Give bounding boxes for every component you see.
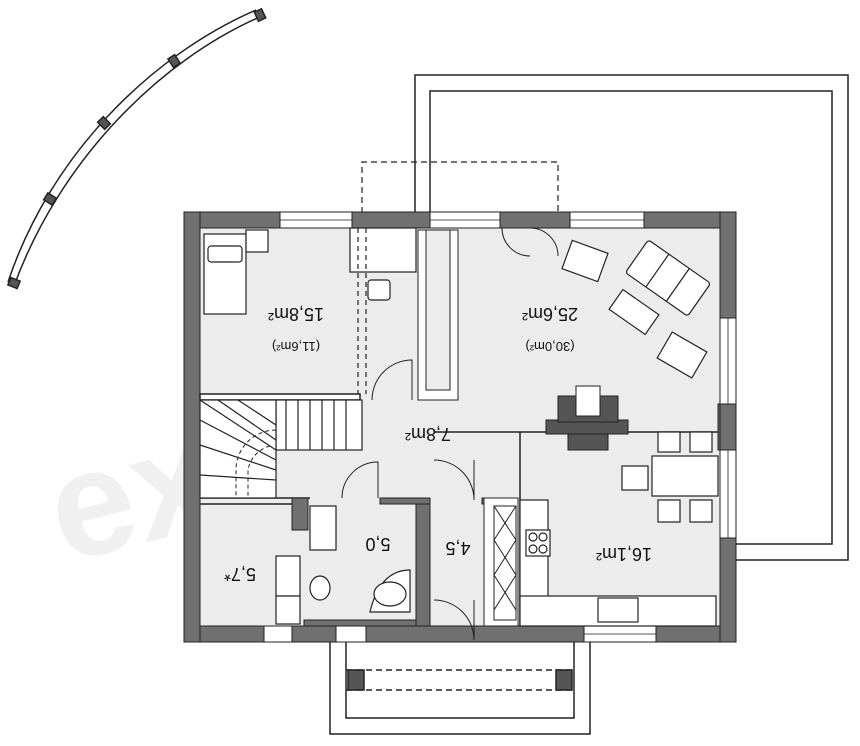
- terrace: [414, 74, 849, 561]
- entrance-porch: [329, 640, 591, 735]
- fireplace: [545, 385, 629, 451]
- living-furniture: [561, 239, 711, 379]
- curved-garden-path: [6, 7, 267, 290]
- doors: [341, 227, 559, 641]
- boiler-area: 5,7*: [224, 564, 256, 584]
- kitchen-area: 16,1m²: [596, 544, 652, 564]
- bedroom-furniture: [203, 227, 417, 315]
- hall-area: 7,8m²: [405, 424, 451, 444]
- desk: [349, 227, 417, 273]
- bath-area: 5,0: [365, 534, 390, 554]
- staircase: [199, 399, 363, 499]
- bathroom-fixtures: [275, 505, 411, 625]
- living-sub-area: (30,0m²): [525, 339, 574, 354]
- wardrobe: [493, 505, 517, 621]
- bedroom-sub-area: (11,6m²): [272, 339, 320, 354]
- dining-set: [621, 431, 719, 523]
- vestibule-area: 4,5: [445, 538, 470, 558]
- kitchen-counters: [519, 499, 717, 627]
- canopy-outline: [361, 161, 559, 213]
- living-area: 25,6m²: [522, 304, 578, 324]
- bedroom-area: 15,8m²: [268, 304, 324, 324]
